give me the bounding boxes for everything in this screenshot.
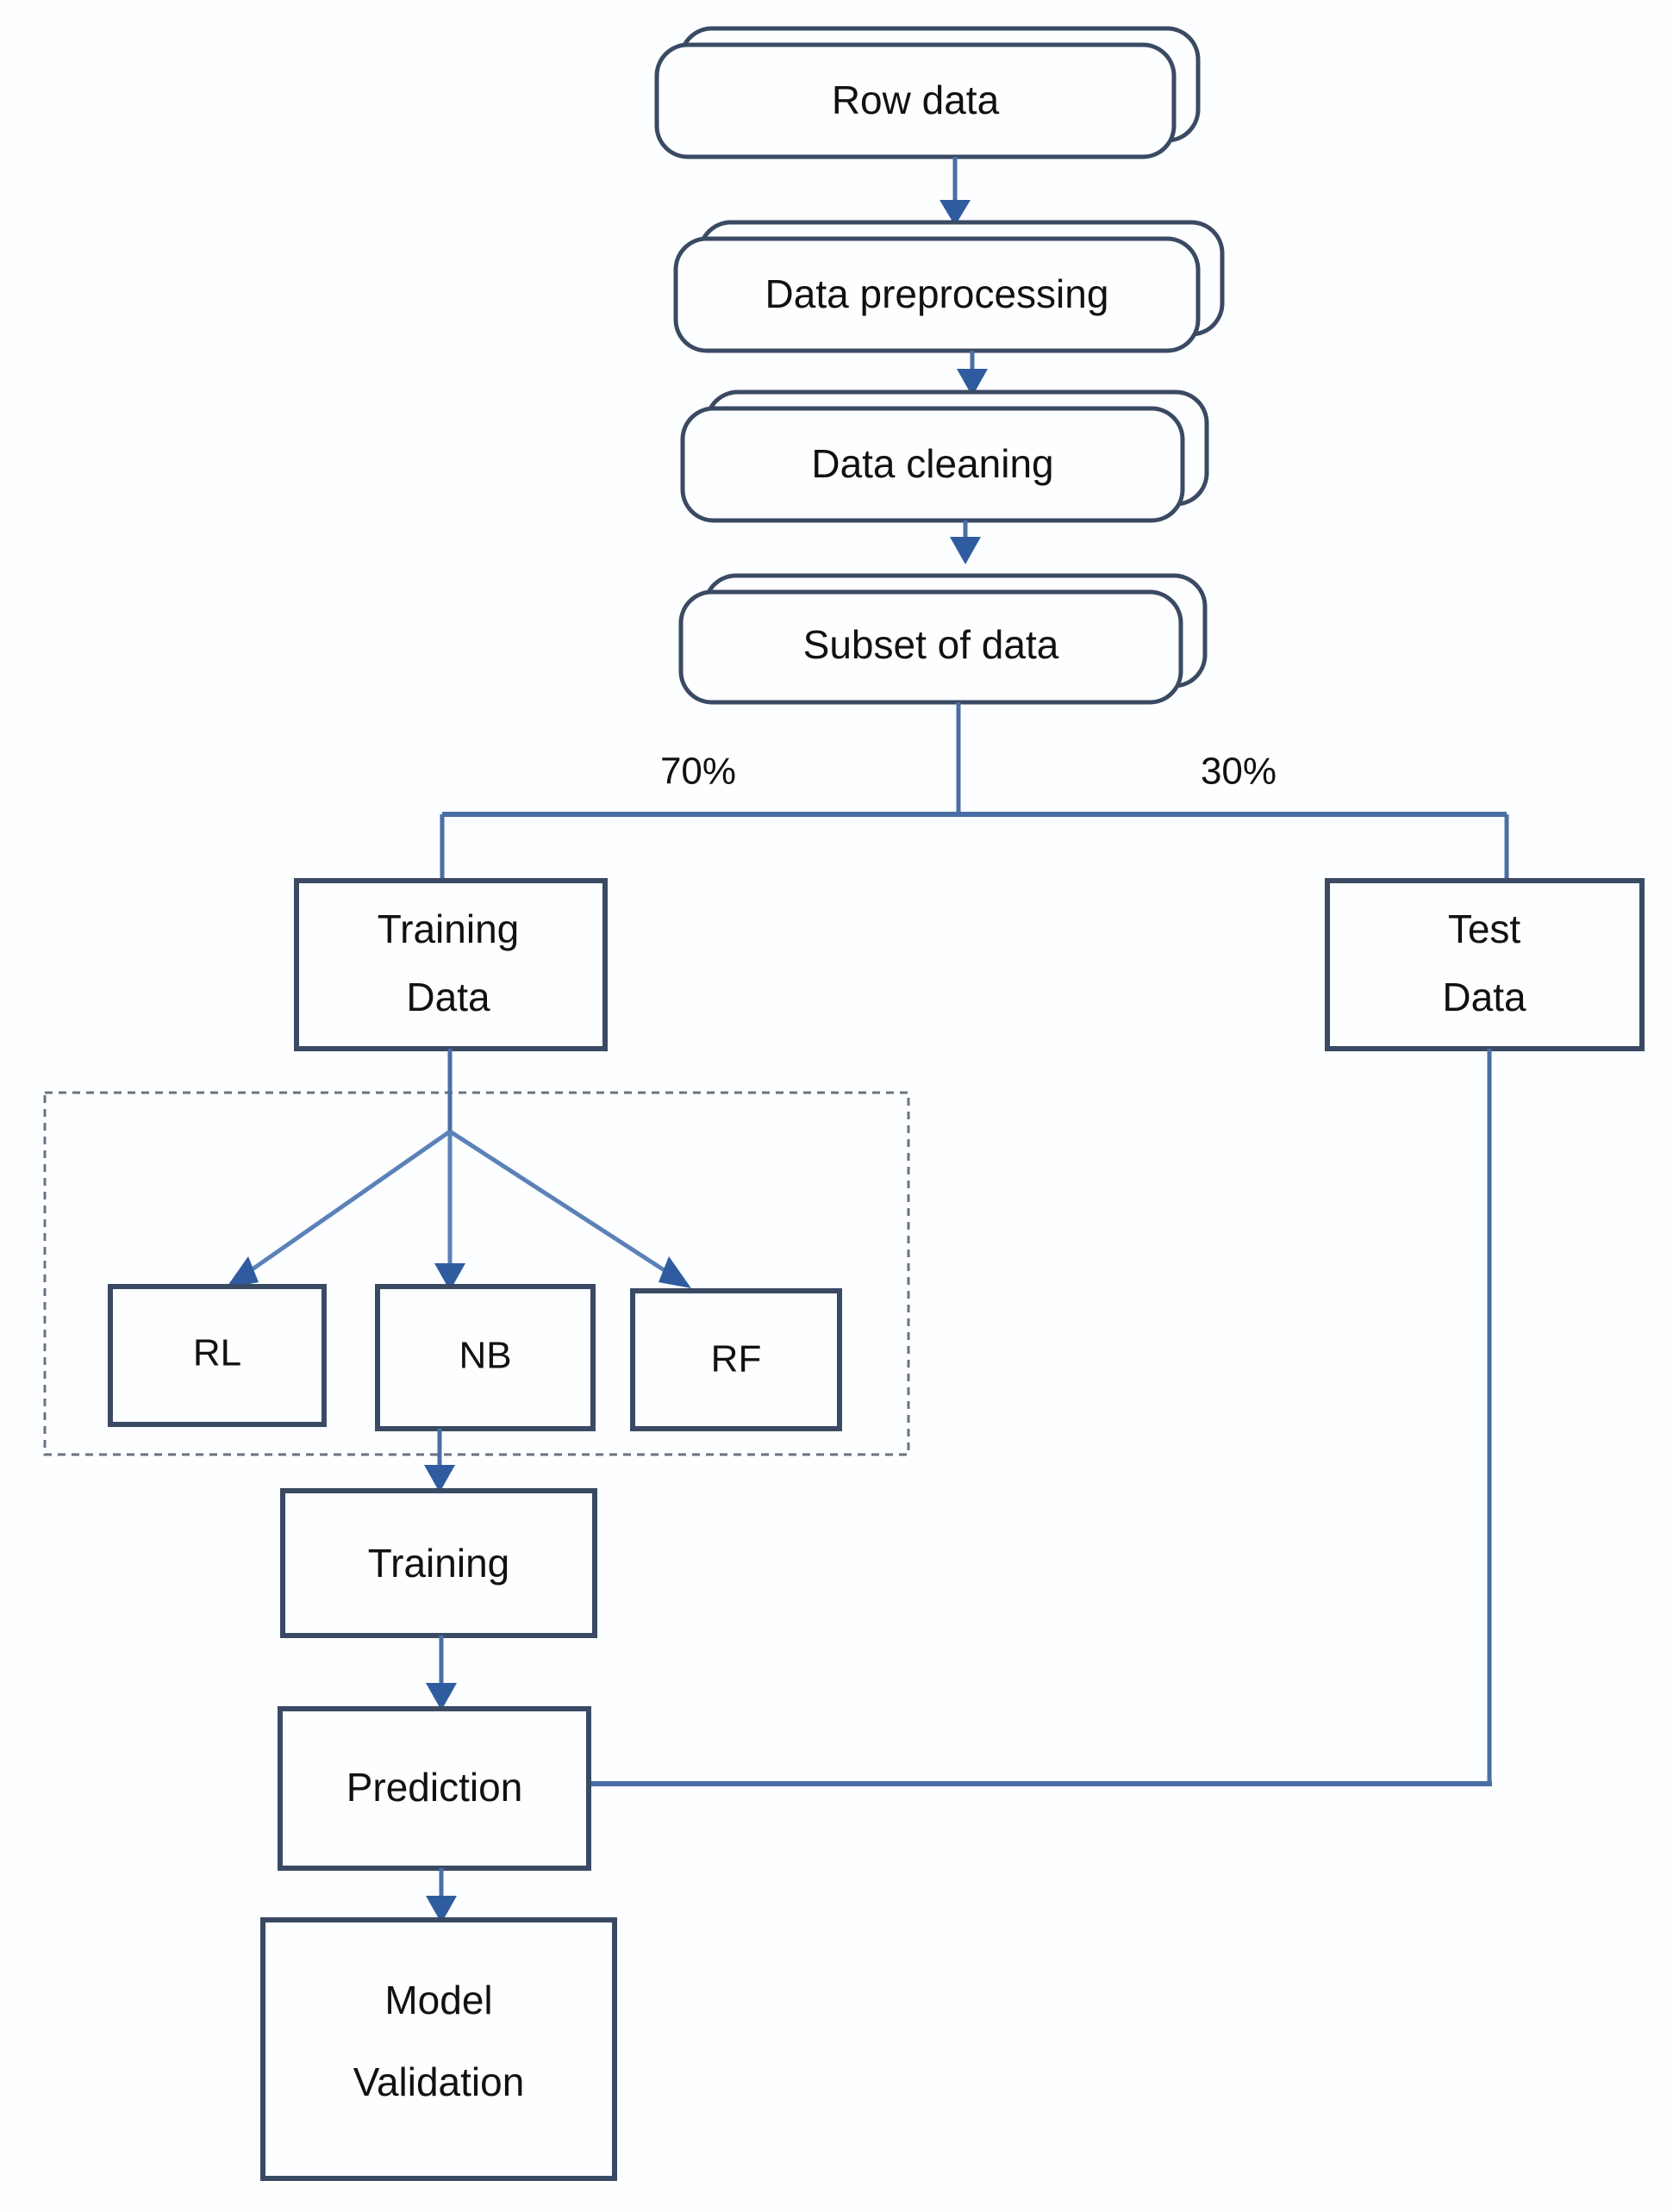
connector-testdata-prediction: [589, 1049, 1492, 1786]
split-label-70: 70%: [660, 751, 736, 793]
training-data-label-line2: Data: [406, 975, 490, 1019]
data-cleaning-label: Data cleaning: [811, 441, 1053, 486]
node-row-data[interactable]: Row data: [654, 26, 1201, 159]
node-data-cleaning[interactable]: Data cleaning: [680, 389, 1209, 523]
models-group-dashed-container: [43, 1091, 910, 1456]
data-cleaning-front-layer: [680, 406, 1185, 523]
prediction-box: [278, 1706, 591, 1871]
test-data-label-line2: Data: [1442, 975, 1526, 1019]
row-data-front-layer: [654, 42, 1177, 159]
node-model-nb[interactable]: NB: [375, 1284, 596, 1431]
model-validation-label-line2: Validation: [353, 2059, 525, 2104]
connector-cleaning-subset: [950, 520, 981, 564]
node-data-preprocessing[interactable]: Data preprocessing: [673, 220, 1225, 353]
model-validation-label-line1: Model: [384, 1978, 492, 2022]
row-data-label: Row data: [832, 78, 1000, 122]
prediction-label: Prediction: [346, 1765, 523, 1810]
model-nb-label: NB: [459, 1335, 511, 1377]
model-rl-box: [108, 1284, 327, 1427]
test-data-label-line1: Test: [1448, 907, 1521, 951]
connector-trainingdata-models: [226, 1049, 691, 1291]
connector-prediction-validation: [426, 1868, 457, 1923]
connector-models-training: [424, 1429, 455, 1492]
model-rf-label: RF: [711, 1338, 762, 1380]
data-preprocessing-front-layer: [673, 236, 1201, 353]
model-validation-box: [260, 1917, 617, 2181]
test-data-box: [1325, 878, 1645, 1051]
node-model-validation[interactable]: Model Validation: [260, 1917, 617, 2181]
subset-of-data-label: Subset of data: [803, 622, 1059, 667]
model-nb-box: [375, 1284, 596, 1431]
model-rf-box: [630, 1288, 842, 1431]
connector-training-prediction: [426, 1636, 457, 1710]
data-preprocessing-label: Data preprocessing: [765, 271, 1109, 316]
split-label-30: 30%: [1201, 751, 1277, 793]
connector-split-70-30: [440, 702, 1509, 881]
training-data-box: [294, 878, 608, 1051]
connector-preprocessing-cleaning: [957, 351, 988, 396]
training-data-label-line1: Training: [378, 907, 519, 951]
training-box: [280, 1488, 597, 1638]
training-label: Training: [368, 1541, 509, 1586]
node-test-data[interactable]: Test Data: [1325, 878, 1645, 1051]
node-subset-of-data[interactable]: Subset of data: [678, 573, 1208, 705]
node-training[interactable]: Training: [280, 1488, 597, 1638]
node-model-rl[interactable]: RL: [108, 1284, 327, 1427]
node-training-data[interactable]: Training Data: [294, 878, 608, 1051]
node-model-rf[interactable]: RF: [630, 1288, 842, 1431]
node-prediction[interactable]: Prediction: [278, 1706, 591, 1871]
connector-rowdata-preprocessing: [940, 157, 971, 226]
subset-of-data-front-layer: [678, 589, 1183, 705]
model-rl-label: RL: [193, 1332, 241, 1374]
